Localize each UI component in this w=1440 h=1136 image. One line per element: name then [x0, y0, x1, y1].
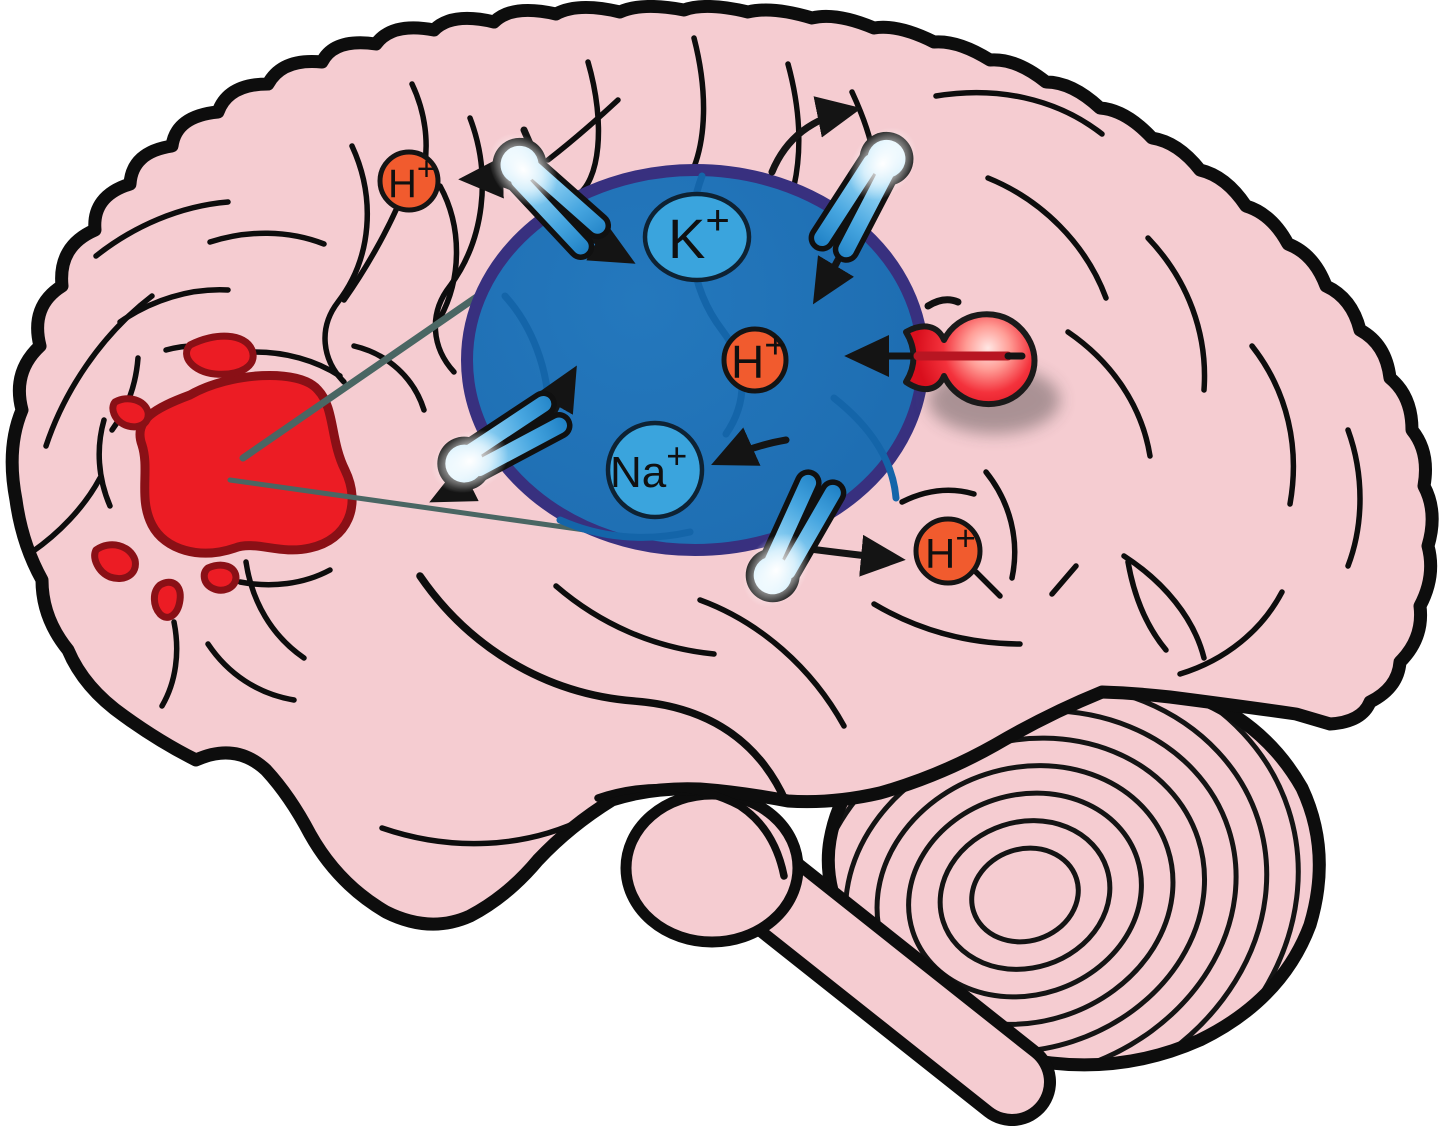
- ion-circle: [721, 326, 789, 394]
- channel-glow: [489, 133, 558, 207]
- ion-label-h-inside: H+: [731, 325, 786, 388]
- ion-channel-bottom: [742, 469, 847, 608]
- sulci-lines: [29, 35, 1363, 880]
- ion-channel-left: [431, 390, 573, 493]
- lesion-satellite: [109, 395, 152, 431]
- callout-line-upper: [239, 270, 514, 462]
- lesion-satellite: [183, 332, 257, 378]
- lesion-satellite: [91, 541, 139, 582]
- ion-label-h-top-left: H+: [388, 150, 436, 206]
- ion-h-inside: H+: [721, 325, 789, 394]
- channel-glow: [742, 533, 810, 608]
- ion-circle: [377, 149, 441, 213]
- ion-label-na: Na+: [610, 435, 687, 497]
- ion-label-h-bottom-right: H+: [925, 519, 976, 577]
- ion-channel-top-right: [808, 127, 917, 263]
- vesicle-accent-line: [924, 296, 962, 310]
- cerebellum-folia-line: [828, 685, 1301, 1065]
- ion-k-inside: K+: [642, 191, 752, 283]
- pons: [620, 788, 804, 948]
- ion-label-k: K+: [668, 196, 730, 270]
- ion-circle: [913, 516, 983, 586]
- arrow-in-to-na: [711, 427, 790, 466]
- ion-circle: [642, 191, 752, 283]
- cerebellum-folia-line: [969, 845, 1081, 945]
- ion-na-inside: Na+: [605, 420, 705, 520]
- brainstem: [620, 788, 1056, 1126]
- channel-glow: [431, 429, 509, 493]
- channel-glow: [848, 127, 917, 201]
- cerebellum-folia-line: [906, 790, 1144, 1000]
- ion-channel-top-left: [489, 133, 612, 260]
- lesion-satellite: [200, 561, 240, 594]
- red-vesicle: [844, 296, 1060, 434]
- ischemic-region: [461, 164, 929, 556]
- ion-h-outside-bottom-right: H+: [913, 516, 983, 586]
- ion-h-outside-top-left: H+: [377, 149, 441, 213]
- medulla-fill: [738, 858, 1044, 1114]
- ion-circle: [605, 420, 705, 520]
- cerebellum-folia-line: [937, 818, 1113, 972]
- lesion-satellite: [150, 578, 184, 621]
- arrow-out-top-right: [768, 96, 862, 176]
